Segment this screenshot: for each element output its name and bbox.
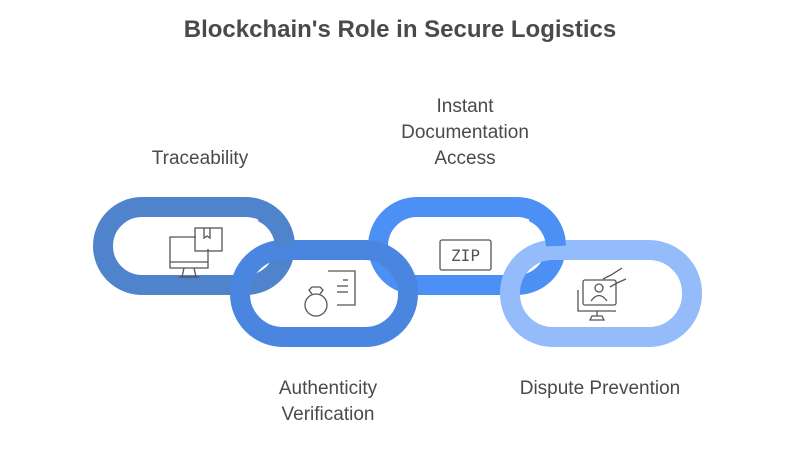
link-ring-traceability (93, 197, 295, 295)
label-line: Instant (436, 96, 494, 117)
chain-link-traceability (93, 197, 295, 295)
chain-link-authenticity (230, 240, 418, 347)
label-line: Dispute Prevention (519, 378, 681, 399)
label-authenticity: Authenticity Verification (248, 376, 408, 428)
monitor-package-icon (169, 227, 223, 278)
label-line: Documentation (401, 122, 529, 143)
label-line: Access (434, 148, 496, 169)
link-overlap-documentation (528, 202, 566, 247)
link-overlap-traceability (257, 202, 295, 247)
chain-link-dispute (500, 240, 702, 347)
zip-file-icon: ZIP (439, 239, 492, 271)
label-traceability: Traceability (120, 146, 280, 172)
label-line: Verification (281, 404, 375, 425)
link-overlap-authenticity (379, 247, 418, 292)
zip-label: ZIP (451, 246, 480, 265)
label-dispute: Dispute Prevention (490, 376, 710, 402)
link-ring-authenticity (230, 240, 418, 347)
label-documentation: Instant Documentation Access (365, 94, 565, 172)
label-line: Traceability (151, 148, 249, 169)
label-line: Authenticity (278, 378, 378, 399)
monitor-user-hand-icon (577, 267, 627, 321)
link-ring-dispute (500, 240, 702, 347)
diagram-title: Blockchain's Role in Secure Logistics (183, 16, 617, 43)
ring-certificate-icon (304, 270, 356, 317)
